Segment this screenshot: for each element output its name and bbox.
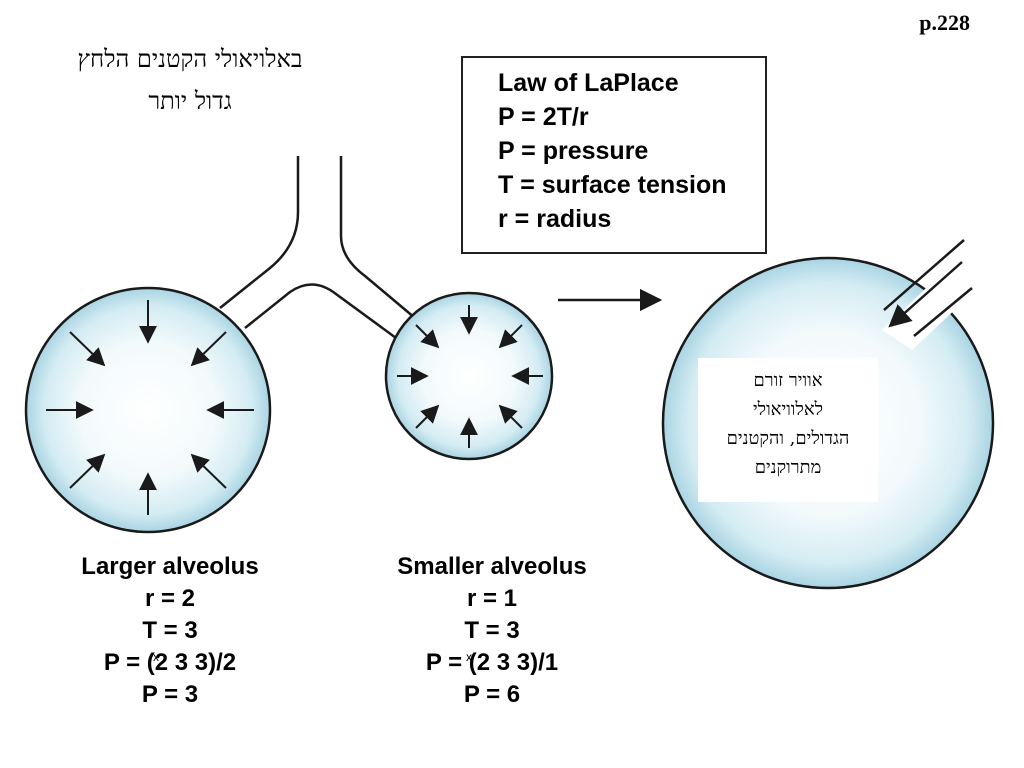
law-def-tension: T = surface tension: [498, 171, 727, 199]
smaller-result: P = 6: [463, 681, 521, 708]
airflow-note-line: הגדולים, והקטנים: [726, 428, 850, 449]
smaller-label: Smaller alveolus: [397, 553, 587, 580]
airflow-wall-upper: [883, 239, 965, 311]
airflow-note-box: [698, 358, 878, 502]
airflow-note-line: לאלוויאולי: [752, 399, 824, 420]
larger-alveolus-arrows: [46, 300, 254, 515]
arrow-top-left: [69, 331, 106, 367]
airflow-lines: [883, 239, 973, 337]
arrow-top-right: [190, 331, 227, 367]
arrow-bottom-left: [69, 453, 106, 489]
law-def-pressure: P = pressure: [498, 137, 649, 165]
airway: [219, 156, 416, 340]
airflow-note-line: מתרוקנים: [754, 457, 822, 478]
larger-radius: r = 2: [144, 585, 196, 612]
law-formula: P = 2T/r: [498, 103, 589, 131]
larger-formula: P = (2 3 3)/2: [103, 649, 237, 676]
airway-inner-wall: [244, 283, 397, 340]
law-title: Law of LaPlace: [498, 69, 679, 97]
larger-alveolus-calculation: Larger alveolus r = 2 T = 3 P = (2 3 3)/…: [40, 551, 300, 711]
arrow-bottom-right: [190, 453, 227, 489]
larger-multiply-mark: x: [153, 650, 159, 664]
airflow-note: אוויר זורם לאלוויאולי הגדולים, והקטנים מ…: [698, 366, 878, 482]
smaller-alveolus-arrows: [397, 305, 543, 448]
smaller-multiply-mark: x: [466, 650, 472, 664]
law-def-radius: r = radius: [498, 205, 612, 233]
smaller-alveolus-calculation: Smaller alveolus r = 1 T = 3 P = (2 3 3)…: [362, 551, 622, 711]
hebrew-caption: באלויאולי הקטנים הלחץ גדול יותר: [40, 38, 340, 122]
airflow-arrow: [888, 261, 963, 328]
airway-right-wall: [339, 156, 416, 319]
airway-left-wall: [219, 156, 300, 309]
hebrew-caption-line: גדול יותר: [148, 87, 232, 115]
larger-label: Larger alveolus: [81, 553, 259, 580]
smaller-formula: P = (2 3 3)/1: [425, 649, 559, 676]
arrow-bottom-left: [415, 404, 440, 429]
arrow-bottom-right: [498, 404, 523, 429]
laplace-law-box: [461, 56, 767, 254]
laplace-law-text: Law of LaPlace P = 2T/r P = pressure T =…: [498, 66, 727, 236]
hebrew-caption-line: באלויאולי הקטנים הלחץ: [77, 45, 303, 73]
smaller-radius: r = 1: [466, 585, 518, 612]
smaller-tension: T = 3: [464, 617, 520, 644]
arrow-top-left: [415, 324, 440, 349]
page-number: p.228: [919, 10, 970, 35]
larger-result: P = 3: [141, 681, 199, 708]
larger-tension: T = 3: [142, 617, 198, 644]
airflow-wall-lower: [913, 287, 973, 337]
arrow-top-right: [498, 324, 523, 349]
airflow-note-line: אוויר זורם: [753, 370, 823, 391]
